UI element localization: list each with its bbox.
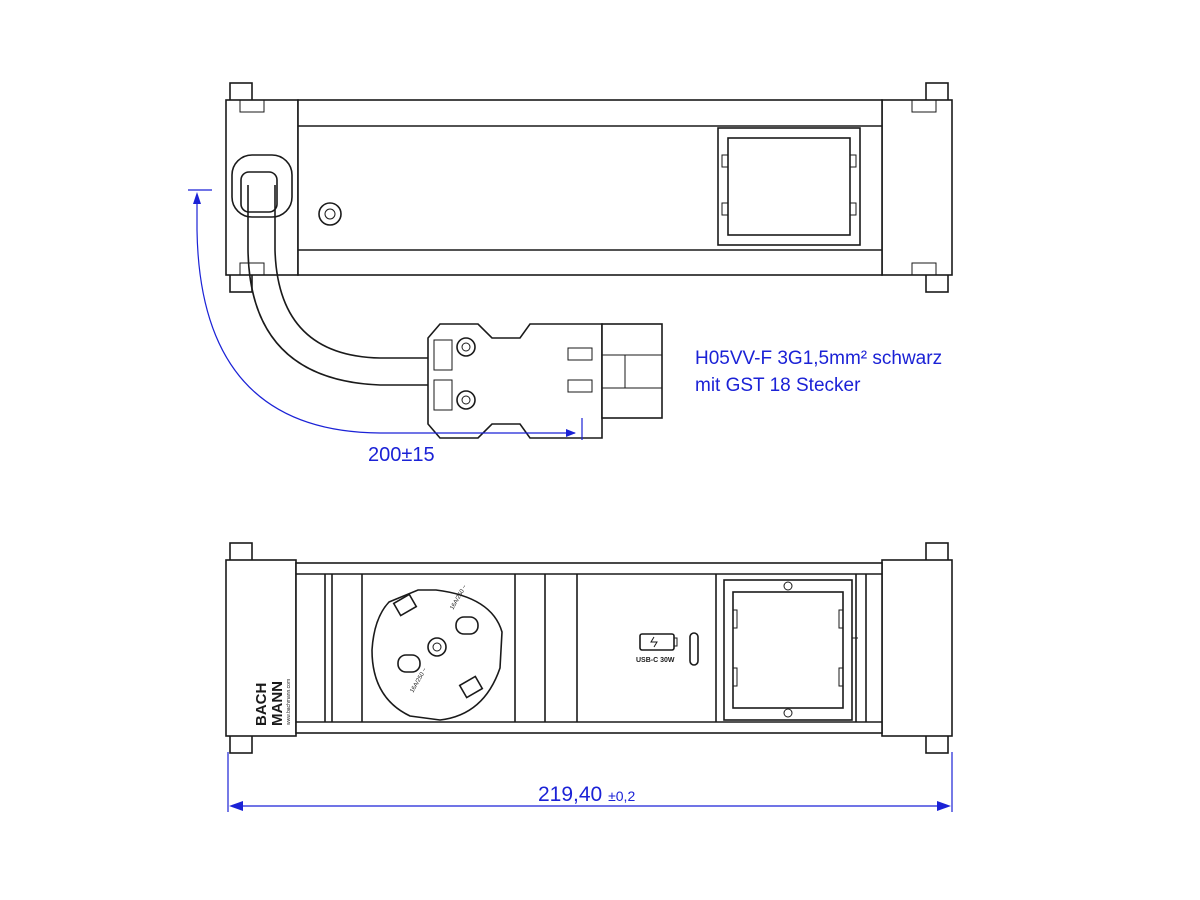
brand-logo: BACH MANN — [253, 681, 286, 726]
cable-length-dimension: 200±15 — [188, 189, 583, 466]
front-view: BACH MANN www.bachmann.com 16A/250 ~ 16A… — [225, 542, 953, 812]
total-length-dimension: 219,40 ±0,2 — [227, 752, 953, 812]
website-label: www.bachmann.com — [286, 679, 292, 725]
brand-line1: BACH — [253, 683, 270, 726]
brand-line2: MANN — [269, 681, 286, 726]
usb-label: USB-C 30W — [636, 657, 675, 664]
module-frame-front — [723, 579, 858, 721]
module-frame-top — [717, 127, 861, 246]
cable — [247, 185, 430, 386]
svg-text:219,40 ±0,2: 219,40 ±0,2 — [538, 783, 635, 806]
screw-icon — [318, 202, 342, 226]
module-separators — [324, 574, 867, 722]
cable-note-line2: mit GST 18 Stecker — [695, 375, 861, 396]
cable-gland — [231, 154, 293, 218]
cable-note-line1: H05VV-F 3G1,5mm² schwarz — [695, 348, 942, 369]
cable-length-label: 200±15 — [368, 444, 435, 466]
total-length-main: 219,40 — [538, 783, 602, 806]
left-end-cap-front — [225, 542, 297, 754]
right-end-cap-front — [881, 542, 953, 754]
total-length-tol: ±0,2 — [608, 788, 635, 804]
right-end-cap-top — [881, 82, 953, 293]
top-view: 200±15 H05VV-F 3G1,5mm² schwarz mit GST … — [188, 82, 953, 466]
gst18-connector — [427, 323, 663, 439]
usb-c-module: USB-C 30W — [636, 632, 699, 666]
